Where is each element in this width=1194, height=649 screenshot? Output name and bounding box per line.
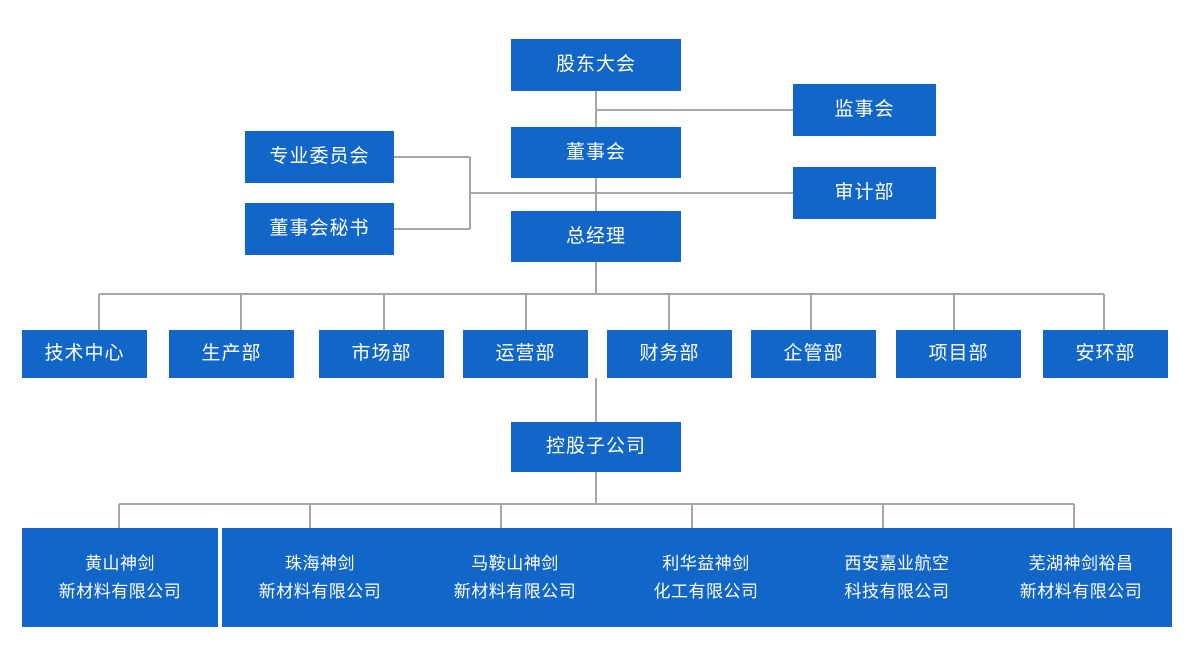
node-shareholders-meeting[interactable]: 股东大会 xyxy=(511,39,681,91)
node-label: 控股子公司 xyxy=(545,436,646,458)
node-department-5[interactable]: 企管部 xyxy=(751,330,876,378)
node-department-4[interactable]: 财务部 xyxy=(607,330,732,378)
node-label-line-2: 新材料有限公司 xyxy=(258,581,382,601)
node-holding-subsidiaries[interactable]: 控股子公司 xyxy=(511,422,681,472)
node-label-line-1: 马鞍山神剑 xyxy=(471,554,559,574)
node-label: 运营部 xyxy=(495,343,556,365)
node-label-line-2: 化工有限公司 xyxy=(653,581,759,601)
node-subsidiary-5[interactable]: 芜湖神剑裕昌 新材料有限公司 xyxy=(990,528,1172,627)
node-label: 股东大会 xyxy=(555,54,636,76)
node-label-line-2: 新材料有限公司 xyxy=(58,581,182,601)
node-department-1[interactable]: 生产部 xyxy=(169,330,294,378)
node-label: 企管部 xyxy=(783,343,844,365)
node-label-line-1: 珠海神剑 xyxy=(285,554,355,574)
node-label: 技术中心 xyxy=(44,343,125,365)
node-label-line-2: 科技有限公司 xyxy=(844,581,950,601)
node-label-line-2: 新材料有限公司 xyxy=(453,581,577,601)
node-professional-committee[interactable]: 专业委员会 xyxy=(245,131,394,183)
node-label: 项目部 xyxy=(928,343,989,365)
node-label-line-1: 西安嘉业航空 xyxy=(844,554,950,574)
node-label: 董事会 xyxy=(565,141,626,163)
node-general-manager[interactable]: 总经理 xyxy=(511,211,681,262)
node-label: 董事会秘书 xyxy=(269,218,370,240)
node-department-7[interactable]: 安环部 xyxy=(1043,330,1168,378)
node-label: 生产部 xyxy=(201,343,262,365)
node-board-secretary[interactable]: 董事会秘书 xyxy=(245,203,394,255)
node-label: 市场部 xyxy=(351,343,412,365)
node-subsidiary-2[interactable]: 马鞍山神剑 新材料有限公司 xyxy=(417,528,613,627)
node-label: 安环部 xyxy=(1075,343,1136,365)
node-label-line-2: 新材料有限公司 xyxy=(1019,581,1143,601)
node-department-3[interactable]: 运营部 xyxy=(463,330,588,378)
node-label-line-1: 利华益神剑 xyxy=(662,554,750,574)
node-department-2[interactable]: 市场部 xyxy=(319,330,444,378)
node-subsidiary-1[interactable]: 珠海神剑 新材料有限公司 xyxy=(222,528,418,627)
node-label: 审计部 xyxy=(834,182,895,204)
node-subsidiary-0[interactable]: 黄山神剑 新材料有限公司 xyxy=(22,528,218,627)
node-label: 财务部 xyxy=(639,343,700,365)
node-label-line-1: 芜湖神剑裕昌 xyxy=(1028,554,1134,574)
node-board-of-supervisors[interactable]: 监事会 xyxy=(793,84,936,136)
node-board-of-directors[interactable]: 董事会 xyxy=(511,127,681,178)
node-subsidiary-4[interactable]: 西安嘉业航空 科技有限公司 xyxy=(799,528,995,627)
node-department-6[interactable]: 项目部 xyxy=(896,330,1021,378)
node-subsidiary-3[interactable]: 利华益神剑 化工有限公司 xyxy=(608,528,804,627)
node-label: 专业委员会 xyxy=(269,146,370,168)
node-department-0[interactable]: 技术中心 xyxy=(22,330,147,378)
node-label: 总经理 xyxy=(565,225,626,247)
node-label-line-1: 黄山神剑 xyxy=(85,554,155,574)
node-label: 监事会 xyxy=(834,99,895,121)
node-audit-department[interactable]: 审计部 xyxy=(793,167,936,219)
